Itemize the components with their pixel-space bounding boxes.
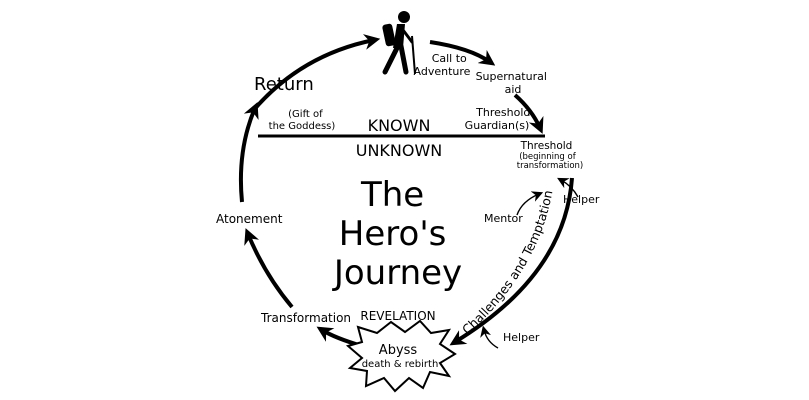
arc-aid-to-threshold <box>513 93 544 134</box>
transformation-label: Transformation <box>260 311 351 325</box>
threshold-guardians-label: Threshold Guardian(s) <box>465 106 534 132</box>
revelation-label: REVELATION <box>360 309 435 323</box>
supernatural-aid-label: Supernatural aid <box>476 70 551 96</box>
mentor-arrow <box>516 191 544 216</box>
gift-label: (Gift of the Goddess) <box>269 109 336 132</box>
helper-bottom-arrow <box>480 325 499 349</box>
threshold-label: Threshold (beginning of transformation) <box>517 134 583 171</box>
return-label: Return <box>254 74 314 95</box>
abyss-title: Abyss <box>379 343 418 358</box>
helper-bottom-label: Helper <box>503 331 540 344</box>
hiker-icon <box>382 11 416 75</box>
arc-transformation-to-atonement <box>244 228 294 309</box>
arc-challenges <box>449 177 574 346</box>
arc-call-to-aid <box>429 40 496 66</box>
unknown-label: UNKNOWN <box>356 141 443 160</box>
helper-top-label: Helper <box>563 193 600 206</box>
abyss-burst <box>345 319 457 393</box>
diagram-title: The Hero's Journey <box>332 175 462 293</box>
atonement-label: Atonement <box>216 212 283 226</box>
arc-return-to-start <box>250 34 381 114</box>
abyss-subtitle: death & rebirth <box>362 359 439 370</box>
helper-top-arrow <box>557 177 579 198</box>
mentor-label: Mentor <box>484 212 523 225</box>
known-label: KNOWN <box>368 116 431 135</box>
call-to-adventure-label: Call to Adventure <box>414 52 471 78</box>
arc-atonement-to-return <box>238 102 259 203</box>
